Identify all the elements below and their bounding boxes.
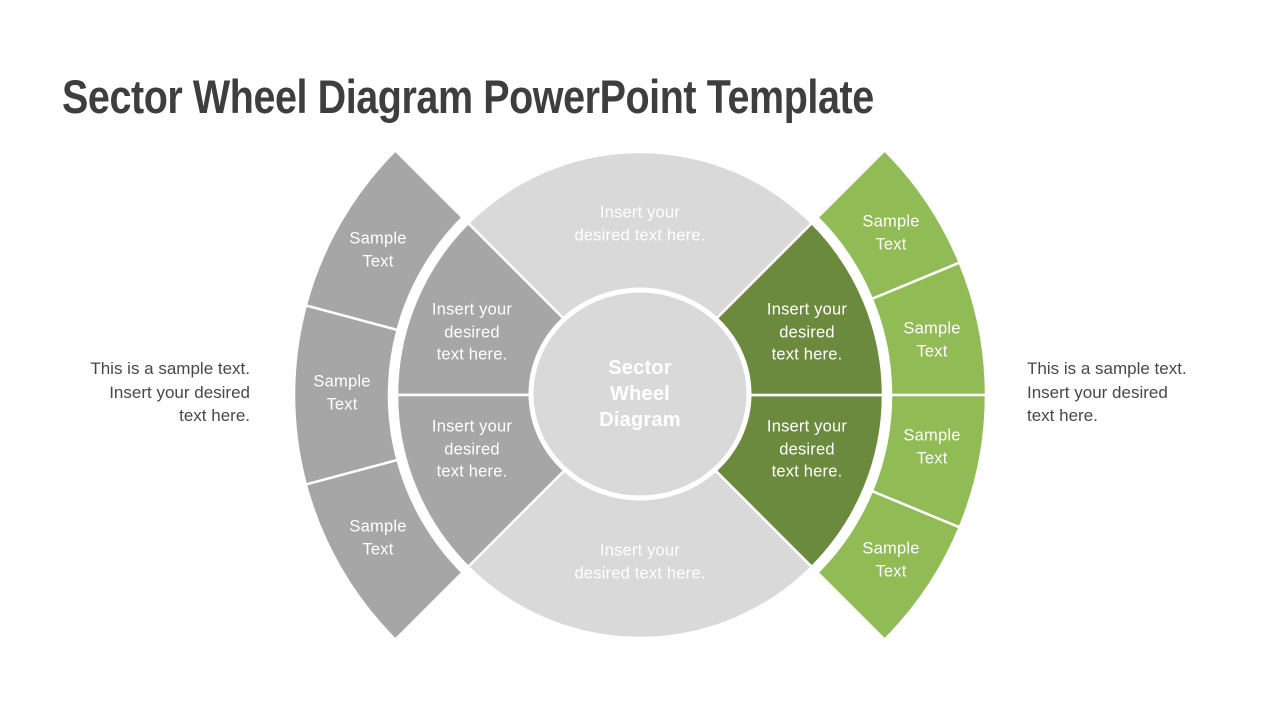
center-circle — [528, 287, 752, 501]
outer-sector-left-3 — [304, 458, 464, 641]
middle-sector-bottom — [466, 393, 814, 640]
outer-sector-left-2 — [292, 304, 399, 486]
page-title: Sector Wheel Diagram PowerPoint Template — [62, 70, 874, 124]
outer-sector-right-4 — [816, 489, 961, 641]
outer-sector-right-1 — [816, 149, 961, 301]
right-side-note: This is a sample text. Insert your desir… — [1027, 359, 1187, 425]
outer-sector-right-2 — [870, 261, 988, 397]
outer-sector-right-3 — [870, 393, 988, 529]
middle-sector-top — [466, 150, 814, 397]
left-side-note: This is a sample text. Insert your desir… — [90, 359, 250, 425]
